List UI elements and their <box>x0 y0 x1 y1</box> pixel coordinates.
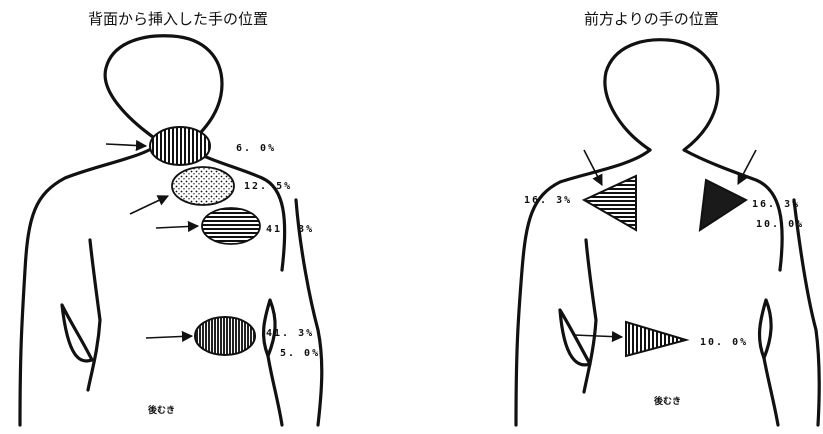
right-label-right-shoulder-2: 10. 0% <box>756 219 804 230</box>
left-caption: 後むき <box>148 404 175 416</box>
left-region-lower-back <box>195 317 255 355</box>
left-label-lower-back-1: 41. 3% <box>266 328 314 339</box>
right-arrow-abdomen <box>574 335 622 337</box>
left-arrow-mid-back <box>156 226 198 228</box>
left-region-neck <box>150 127 210 165</box>
left-arrow-upper-back <box>130 196 168 214</box>
left-label-mid-back: 41. 3% <box>266 224 314 235</box>
right-body-outline <box>516 40 819 425</box>
right-label-left-shoulder: 16. 3% <box>524 195 572 206</box>
left-label-lower-back-2: 5. 0% <box>280 348 320 359</box>
left-region-upper-back <box>172 167 234 205</box>
left-label-neck: 6. 0% <box>236 143 276 154</box>
left-arrow-neck <box>106 144 146 146</box>
right-label-abdomen: 10. 0% <box>700 337 748 348</box>
right-label-right-shoulder-1: 16. 3% <box>752 199 800 210</box>
left-label-upper-back: 12. 5% <box>244 181 292 192</box>
left-arrow-lower-back <box>146 336 192 338</box>
left-region-mid-back <box>202 208 260 244</box>
right-caption: 後むき <box>654 395 681 407</box>
right-arrow-left-shoulder <box>584 150 602 185</box>
right-region-left-shoulder <box>584 176 636 230</box>
right-region-abdomen <box>626 322 686 356</box>
right-region-right-shoulder <box>700 180 746 230</box>
